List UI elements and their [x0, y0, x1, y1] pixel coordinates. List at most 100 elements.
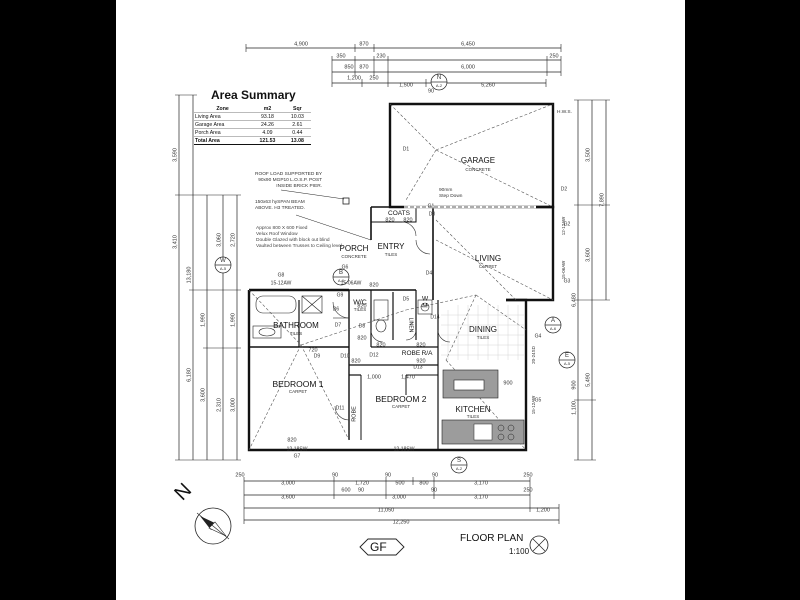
dim: 250	[549, 53, 559, 60]
dim: 900	[503, 380, 513, 387]
hws-note: H.W.S.	[557, 110, 572, 115]
dim: 3,170	[474, 480, 488, 487]
window-tag: 15-06AW	[340, 280, 362, 287]
door-tag: G5	[534, 397, 542, 404]
dim: 12,250	[392, 519, 410, 526]
dim: 90	[430, 487, 438, 494]
dim: 820	[357, 303, 367, 310]
total-row: Total Area 121.53 13.08	[194, 136, 311, 145]
window-tag: 12-12AW	[560, 216, 566, 236]
dim: 3,500	[585, 148, 592, 162]
area-table-header: Zone m2 Sqr	[194, 105, 311, 113]
dim: 500	[395, 480, 405, 487]
dim: 820	[385, 217, 395, 224]
dim: 90	[384, 472, 392, 479]
section-sheet: A-2	[455, 466, 463, 471]
dim: 5,260	[481, 82, 495, 89]
room-ra: R/A	[421, 349, 433, 357]
area-table: Zone m2 Sqr Living Area 93.18 10.03 Gara…	[194, 105, 311, 145]
door-tag: G9	[336, 292, 344, 299]
section-sheet: A-6	[337, 278, 345, 283]
header-m2: m2	[251, 105, 284, 113]
dim: 1,000	[367, 374, 381, 381]
door-tag: G8	[277, 272, 285, 279]
room-wm: W M	[422, 295, 429, 309]
plan-linework	[175, 44, 610, 556]
dim: 820	[376, 342, 386, 349]
room-kitchen-finish: TILES	[466, 413, 480, 419]
room-wc: W/C	[353, 299, 367, 307]
dim: 250	[369, 75, 379, 82]
zone-m2: 93.18	[251, 112, 284, 121]
section-sheet: A-6	[549, 326, 557, 331]
dim: 1,500	[399, 82, 413, 89]
section-letter: A	[550, 318, 556, 324]
dim: 3,000	[392, 494, 406, 501]
door-swings	[332, 221, 451, 421]
dim: 6,480	[571, 293, 578, 307]
dim: 900	[571, 380, 578, 390]
kitchen-fixtures	[441, 369, 525, 445]
bathroom-fixtures	[252, 295, 433, 339]
dim: 3,170	[474, 494, 488, 501]
zone-sqr: 2.61	[283, 120, 311, 129]
dim: 350	[336, 53, 346, 60]
dim: 3,590	[172, 148, 179, 162]
header-zone: Zone	[194, 105, 252, 113]
dim: 820	[403, 217, 413, 224]
door-tag: D3	[428, 211, 436, 218]
dim: 3,060	[216, 233, 223, 247]
post-marker	[342, 197, 350, 205]
roof-load-note: ROOF LOAD SUPPORTED BY 90x90 MGP10 L.O.S…	[255, 172, 323, 189]
room-robe: ROBE	[401, 349, 421, 357]
drawing-sheet: Area Summary Zone m2 Sqr Living Area 93.…	[116, 0, 685, 600]
dim: 250	[235, 472, 245, 479]
door-tag: D10	[340, 353, 350, 360]
room-entry-finish: TILES	[384, 251, 398, 257]
room-porch: PORCH	[339, 244, 369, 253]
dim: 820	[357, 335, 367, 342]
dim: 800	[419, 480, 429, 487]
dim: 3,600	[281, 494, 295, 501]
dim: 90	[427, 88, 435, 95]
door-tag: D14	[430, 314, 440, 321]
room-bedroom-1-finish: CARPET	[288, 388, 308, 394]
plan-scale: 1:100	[509, 547, 530, 556]
dim: 1,200	[536, 507, 550, 514]
total-sqr: 13.08	[283, 136, 311, 145]
door-tag: D8	[358, 323, 366, 330]
dining-tile-grid	[441, 305, 524, 360]
room-garage-finish: CONCRETE	[465, 166, 491, 172]
room-wc-finish: TILES	[353, 306, 367, 312]
table-row: Living Area 93.18 10.03	[194, 112, 311, 121]
room-linen: LINEN	[407, 317, 414, 333]
dim: 7,890	[599, 193, 606, 207]
window-tag: 15-12AW	[270, 280, 292, 287]
room-dining: DINING	[469, 325, 497, 334]
room-garage: GARAGE	[460, 156, 496, 165]
room-bedroom-1: BEDROOM 1	[272, 378, 324, 389]
door-tag: D4	[425, 270, 433, 277]
room-bathroom: BATHROOM	[273, 321, 319, 330]
room-bedroom-2-finish: CARPET	[391, 403, 411, 409]
section-letter: W	[220, 258, 226, 264]
dim: 1,470	[401, 374, 415, 381]
dim: 720	[308, 347, 318, 354]
dim: 6,000	[461, 64, 475, 71]
dim: 820	[287, 437, 297, 444]
room-living-finish: CARPET	[478, 263, 498, 269]
window-tag: 15-12AW	[530, 395, 536, 415]
dim: 5,490	[585, 373, 592, 387]
dim: 1,990	[200, 313, 207, 327]
velux-window-note: Approx 800 X 600 Fixed Velux Roof Window…	[256, 226, 343, 249]
dim: 820	[369, 282, 379, 289]
section-letter: N	[436, 75, 442, 81]
door-tag: G3	[563, 278, 571, 285]
dimension-lines	[175, 44, 610, 524]
dim: 850	[344, 64, 354, 71]
section-sheet: A-2	[435, 83, 443, 88]
window-tag: 12-18SW	[393, 446, 415, 453]
dim: 250	[523, 487, 533, 494]
span-beam-note: 150x63 hySPAN BEAM ABOVE. H3 TREATED.	[255, 200, 305, 211]
header-sqr: Sqr	[283, 105, 311, 113]
